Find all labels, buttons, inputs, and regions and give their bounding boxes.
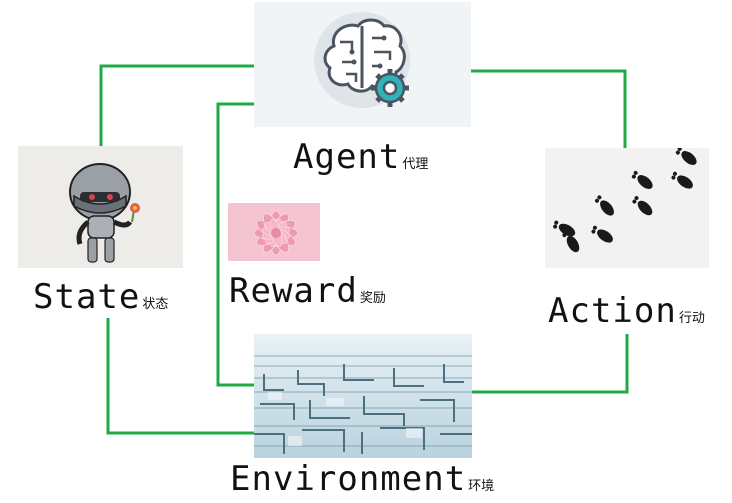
reward-image xyxy=(228,203,320,261)
brain-gear-icon xyxy=(314,12,410,108)
environment-label-zh: 环境 xyxy=(468,479,495,494)
agent-to-action-connector xyxy=(471,69,627,148)
state-label-zh: 状态 xyxy=(142,297,169,312)
pink-flower-icon xyxy=(228,203,320,261)
footprints-icon xyxy=(553,148,697,253)
environment-to-state-connector xyxy=(106,318,254,435)
agent-image xyxy=(254,2,471,127)
action-image xyxy=(545,148,709,268)
state-to-agent-connector xyxy=(99,64,254,146)
action-label-en: Action xyxy=(548,291,677,331)
reward-label-zh: 奖励 xyxy=(359,291,386,306)
robot-with-flower-icon xyxy=(69,163,140,263)
maze-icon xyxy=(254,334,472,458)
state-label-en: State xyxy=(33,277,141,317)
agent-label-en: Agent xyxy=(293,137,401,177)
action-to-environment-connector xyxy=(472,334,629,394)
state-image xyxy=(18,146,183,268)
agent-label-zh: 代理 xyxy=(402,157,429,172)
environment-label-en: Environment xyxy=(230,459,467,499)
reward-label-en: Reward xyxy=(229,271,358,311)
action-label-zh: 行动 xyxy=(678,311,705,326)
reward-to-agent-connector xyxy=(216,102,254,387)
environment-image xyxy=(254,334,472,458)
